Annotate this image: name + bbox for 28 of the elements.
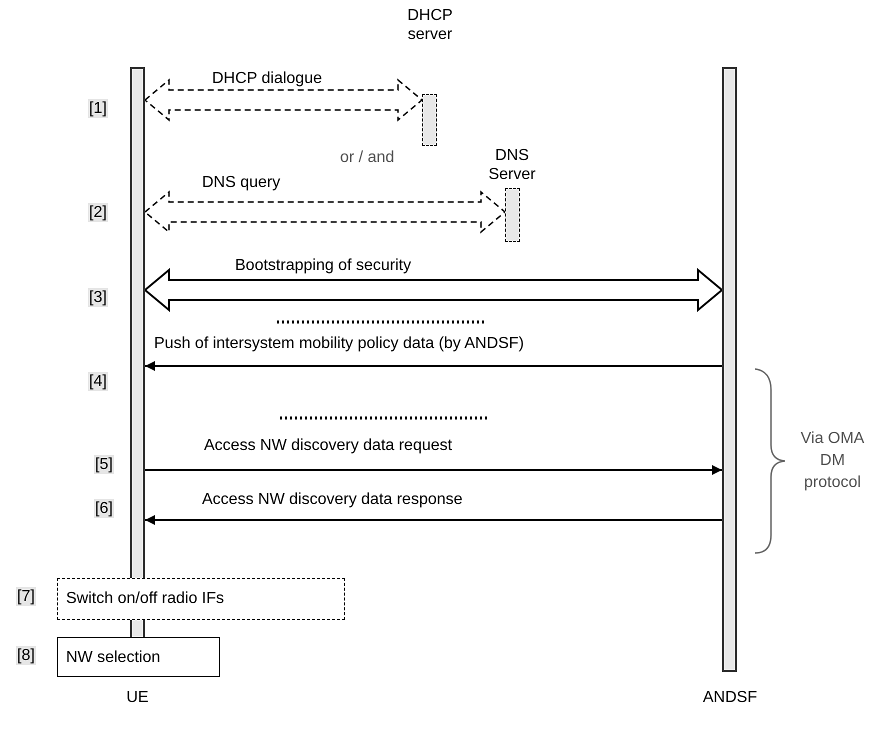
process-box: NW selection xyxy=(57,637,220,677)
note: Via OMA DM protocol xyxy=(800,429,866,493)
edge-label: Access NW discovery data request xyxy=(202,436,454,455)
edge-label: Access NW discovery data response xyxy=(200,490,465,509)
lifeline-label: UE xyxy=(125,688,150,707)
step-number: [1] xyxy=(88,99,108,118)
step-number: [5] xyxy=(94,455,114,474)
note: or / and xyxy=(340,148,394,167)
block-arrow xyxy=(144,78,424,122)
step-number: [8] xyxy=(16,646,36,665)
step-number: [4] xyxy=(88,372,108,391)
edge-label: Bootstrapping of security xyxy=(233,256,414,275)
edge-label: DHCP dialogue xyxy=(210,69,324,88)
step-number: [3] xyxy=(88,288,108,307)
block-arrow xyxy=(143,268,724,312)
step-number: [7] xyxy=(16,587,36,606)
edge-label: DNS query xyxy=(200,173,282,192)
block-arrow xyxy=(144,190,506,234)
step-number: [6] xyxy=(94,499,114,518)
arrow xyxy=(145,361,722,371)
arrow xyxy=(145,465,722,475)
process-box: Switch on/off radio IFs xyxy=(57,578,345,620)
lifeline-label: DHCP server xyxy=(406,6,454,44)
edge-label: Push of intersystem mobility policy data (by ANDSF) xyxy=(152,334,526,353)
step-number: [2] xyxy=(88,203,108,222)
lifeline-label: DNS Server xyxy=(487,146,537,184)
lifeline-label: ANDSF xyxy=(702,688,758,707)
arrow xyxy=(145,515,722,525)
